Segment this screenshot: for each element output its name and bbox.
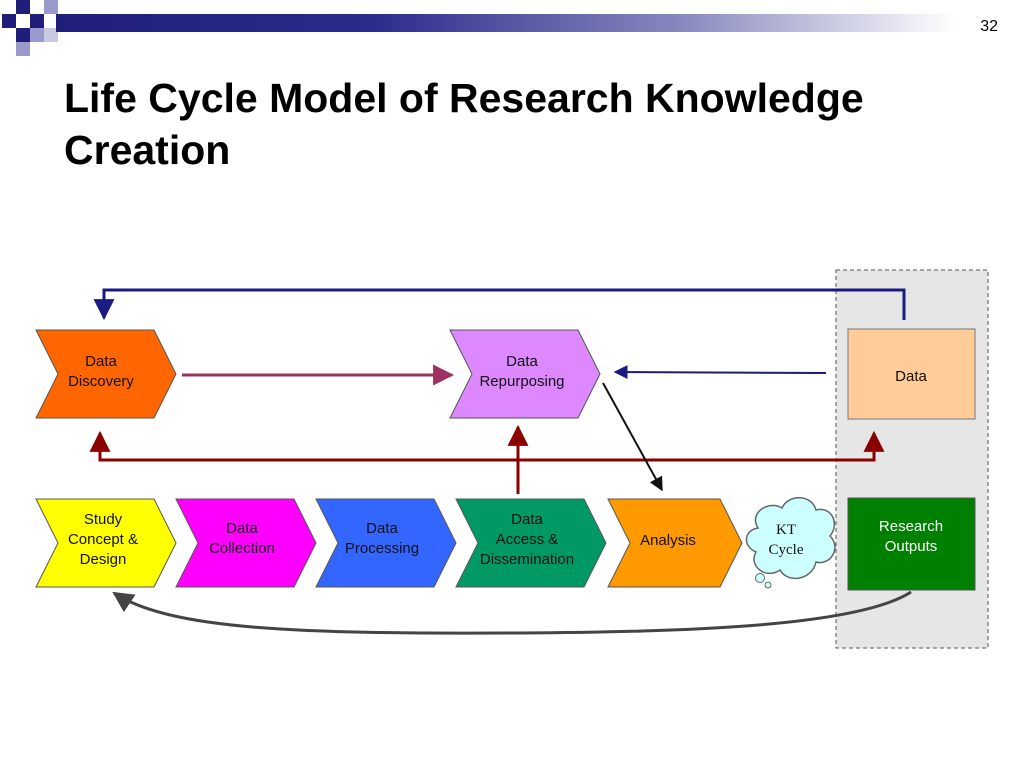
data-discovery-line-2: Discovery [68,373,134,390]
data-collection-line-2: Collection [209,540,275,557]
study-concept-line-3: Design [80,551,127,568]
data-processing-shape [315,498,457,588]
data-box [847,328,976,420]
kt-cycle-cloud [745,497,836,589]
arrow-data-to-repurposing [613,365,827,380]
arrow-data-to-discovery [93,288,906,321]
slide-number: 32 [980,18,998,35]
analysis-shape [607,498,743,588]
title-line-2: Creation [64,127,231,173]
data-access-line-3: Dissemination [480,551,574,568]
kt-cycle-line-1: KT [776,522,796,538]
header-gradient-bar [56,14,956,32]
kt-cycle-line-2: Cycle [769,542,804,558]
slide-title: Life Cycle Model of Research Knowledge C… [64,72,984,176]
data-collection-line-1: Data [226,520,258,537]
data-discovery-line-1: Data [85,353,117,370]
research-outputs-line-2: Outputs [885,538,938,555]
arrow-red-bus [89,430,885,462]
analysis-label: Analysis [640,532,696,549]
study-concept-line-2: Concept & [68,531,138,548]
arrow-repurposing-to-analysis [602,382,663,492]
data-access-shape [455,498,607,588]
checker-logo [2,0,58,56]
arrow-outputs-to-study [112,590,912,635]
research-outputs-line-1: Research [879,518,943,535]
title-line-1: Life Cycle Model of Research Knowledge [64,75,864,121]
data-repurposing-shape [449,329,601,419]
data-processing-line-2: Processing [345,540,419,557]
research-outputs-box [847,497,976,591]
data-box-label: Data [895,368,927,385]
data-discovery-shape [35,329,177,419]
data-repurposing-line-1: Data [506,353,538,370]
data-access-line-2: Access & [496,531,559,548]
study-concept-shape [35,498,177,588]
study-concept-line-1: Study [84,511,123,528]
data-processing-line-1: Data [366,520,398,537]
data-repurposing-line-2: Repurposing [479,373,564,390]
data-access-line-1: Data [511,511,543,528]
data-collection-shape [175,498,317,588]
